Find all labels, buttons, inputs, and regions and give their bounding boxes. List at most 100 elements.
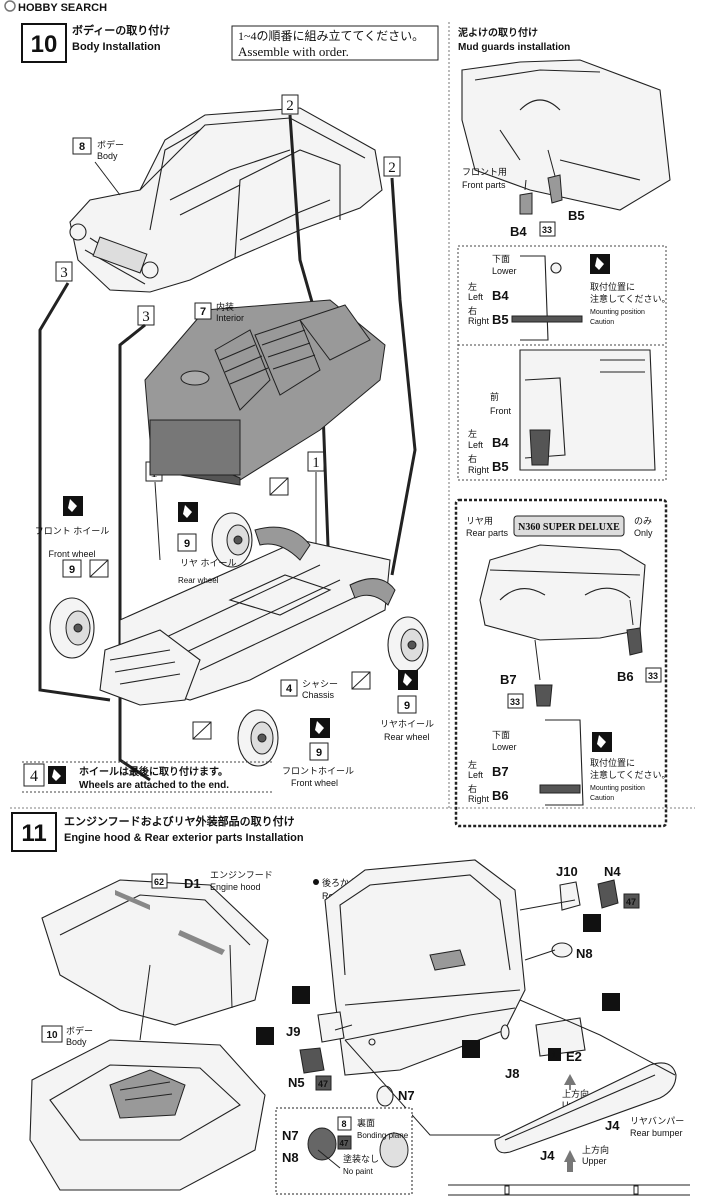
- step11-header: 11 エンジンフードおよびリヤ外装部品の取り付け Engine hood & R…: [11, 812, 304, 852]
- mg-right-en: Right: [468, 316, 490, 326]
- label-color-47-a: 47: [626, 897, 636, 907]
- rear-parts-en: Rear parts: [466, 528, 509, 538]
- chassis-box: 4: [286, 683, 293, 695]
- body-label: 8 ボデー Body: [72, 137, 124, 196]
- front-wheel-box: 9: [69, 564, 75, 576]
- hood-d1: D1: [184, 876, 201, 891]
- rp-left-en: Left: [468, 770, 484, 780]
- rear-parts-drawing: B7 33 B6 33: [479, 544, 662, 709]
- rear-wheel-jp: リヤ ホイール: [180, 558, 237, 568]
- mud-guards-front-drawing: [461, 59, 671, 215]
- rp-color-33-a: 33: [510, 697, 520, 707]
- mg-left2-en: Left: [468, 440, 484, 450]
- engine-hood-drawing: [41, 879, 269, 1041]
- mg-b4-b: B4: [492, 435, 509, 450]
- label-n5: N5: [288, 1075, 305, 1090]
- interior-jp: 内装: [216, 301, 234, 312]
- inset-color-47: 47: [340, 1139, 349, 1148]
- wheel-rear-left: [211, 512, 253, 568]
- engine-bay-drawing: [29, 1039, 266, 1191]
- step11-number: 11: [21, 820, 46, 847]
- bumper-en: Rear bumper: [630, 1128, 683, 1138]
- order-1-right: 1: [312, 455, 320, 471]
- mg-lower-jp: 下面: [492, 254, 510, 264]
- inset-nopaint-en: No paint: [343, 1167, 374, 1176]
- rp-lower-jp: 下面: [492, 730, 510, 740]
- order-note-jp: 1~4の順番に組み立ててください。: [238, 28, 424, 43]
- wheel-note-en: Wheels are attached to the end.: [79, 780, 229, 791]
- rear-parts-caution: 下面 Lower 左 Left B7 右 Right B6 取付位置に 注意して…: [468, 719, 670, 806]
- mud-guards-front-jp: フロント用: [462, 167, 507, 177]
- rear-parts-jp: リヤ用: [466, 516, 493, 526]
- mud-guards-front-en: Front parts: [462, 180, 506, 190]
- rear-wheel-label: 9 リヤ ホイール Rear wheel: [177, 477, 289, 585]
- body-drawing: [69, 107, 383, 293]
- rp-color-33-b: 33: [648, 671, 658, 681]
- step11-title-en: Engine hood & Rear exterior parts Instal…: [64, 832, 304, 844]
- label-j4-a: J4: [605, 1118, 620, 1133]
- rear-wheel2-en: Rear wheel: [384, 732, 430, 742]
- rp-right-en: Right: [468, 794, 490, 804]
- rp-caution-en1: Mounting position: [590, 785, 645, 792]
- order-4: 4: [30, 768, 38, 785]
- mg-right2-jp: 右: [468, 453, 477, 464]
- mg-caution-en1: Mounting position: [590, 309, 645, 316]
- body-jp: ボデー: [97, 139, 124, 150]
- step11-body-en: Body: [66, 1037, 87, 1047]
- mud-guards-caution-box: 下面 Lower 左 Left B4 右 Right B5 取付位置に 注意して…: [457, 245, 670, 481]
- label-j4-b: J4: [540, 1148, 555, 1163]
- order-3-mid: 3: [142, 309, 150, 325]
- mud-guards-front-labels: フロント用 Front parts B4 33 B5: [462, 167, 585, 239]
- inset-nopaint-jp: 塗装なし: [343, 1153, 379, 1164]
- n7-n8-inset: N7 N8 8 47 裏面 Bonding plane 塗装なし No pain…: [275, 1107, 413, 1195]
- interior-label: 7 内装 Interior: [194, 301, 244, 323]
- front-wheel-jp: フロント ホイール: [35, 526, 110, 536]
- order-note-en: Assemble with order.: [238, 44, 349, 59]
- interior-drawing: [144, 299, 386, 486]
- label-j8: J8: [505, 1066, 519, 1081]
- rp-b6-b: B6: [492, 788, 509, 803]
- mg-left-en: Left: [468, 292, 484, 302]
- inset-n7: N7: [282, 1128, 299, 1143]
- mg-caution-jp2: 注意してください。: [590, 293, 670, 304]
- hood-en: Engine hood: [210, 882, 261, 892]
- upper-jp-a: 上方向: [562, 1088, 589, 1099]
- rear-parts-only-jp: のみ: [634, 516, 652, 526]
- wheel-note: 4 ホイールは最後に取り付けます。 Wheels are attached to…: [22, 761, 272, 793]
- hood-color-62: 62: [154, 877, 164, 887]
- order-3-left: 3: [60, 265, 68, 281]
- step11-title-jp: エンジンフードおよびリヤ外装部品の取り付け: [64, 814, 295, 828]
- step11-body-box: 10: [46, 1030, 58, 1041]
- mg-left2-jp: 左: [468, 428, 477, 439]
- mg-b4-a: B4: [492, 288, 509, 303]
- step10-header: 10 ボディーの取り付け Body Installation: [21, 23, 170, 63]
- label-n4: N4: [604, 864, 621, 879]
- watermark-text: HOBBY SEARCH: [18, 2, 107, 14]
- chassis-jp: シャシー: [302, 679, 338, 689]
- rear-parts-box: リヤ用 Rear parts N360 SUPER DELUXE のみ Only: [454, 498, 668, 828]
- mud-guards-header: 泥よけの取り付け Mud guards installation: [458, 26, 570, 53]
- mg-lower-en: Lower: [492, 266, 517, 276]
- label-n7: N7: [398, 1088, 415, 1103]
- mg-front2-en: Front: [490, 406, 512, 416]
- rp-b6: B6: [617, 669, 634, 684]
- front-wheel2-box: 9: [316, 747, 322, 759]
- label-color-1: 1: [551, 1050, 556, 1060]
- mg-b5-a: B5: [492, 312, 509, 327]
- order-markers: 2 2 3 3 1 1: [55, 94, 401, 482]
- rear-bumper-drawing: [448, 1062, 690, 1196]
- mud-guards-b5: B5: [568, 208, 585, 223]
- chassis-en: Chassis: [302, 690, 335, 700]
- body-box: 8: [79, 141, 85, 153]
- order-2-top: 2: [286, 98, 294, 114]
- hood-jp: エンジンフード: [210, 870, 273, 880]
- front-wheel-en: Front wheel: [48, 549, 95, 559]
- engine-hood-labels: 62 D1 エンジンフード Engine hood: [151, 870, 273, 892]
- mud-guards-color-33: 33: [542, 225, 552, 235]
- assembly-guides: [38, 114, 417, 782]
- rp-left-jp: 左: [468, 759, 477, 770]
- order-note: 1~4の順番に組み立ててください。 Assemble with order.: [231, 25, 439, 61]
- wheel-rear-right: [387, 616, 429, 674]
- rp-b7-b: B7: [492, 764, 509, 779]
